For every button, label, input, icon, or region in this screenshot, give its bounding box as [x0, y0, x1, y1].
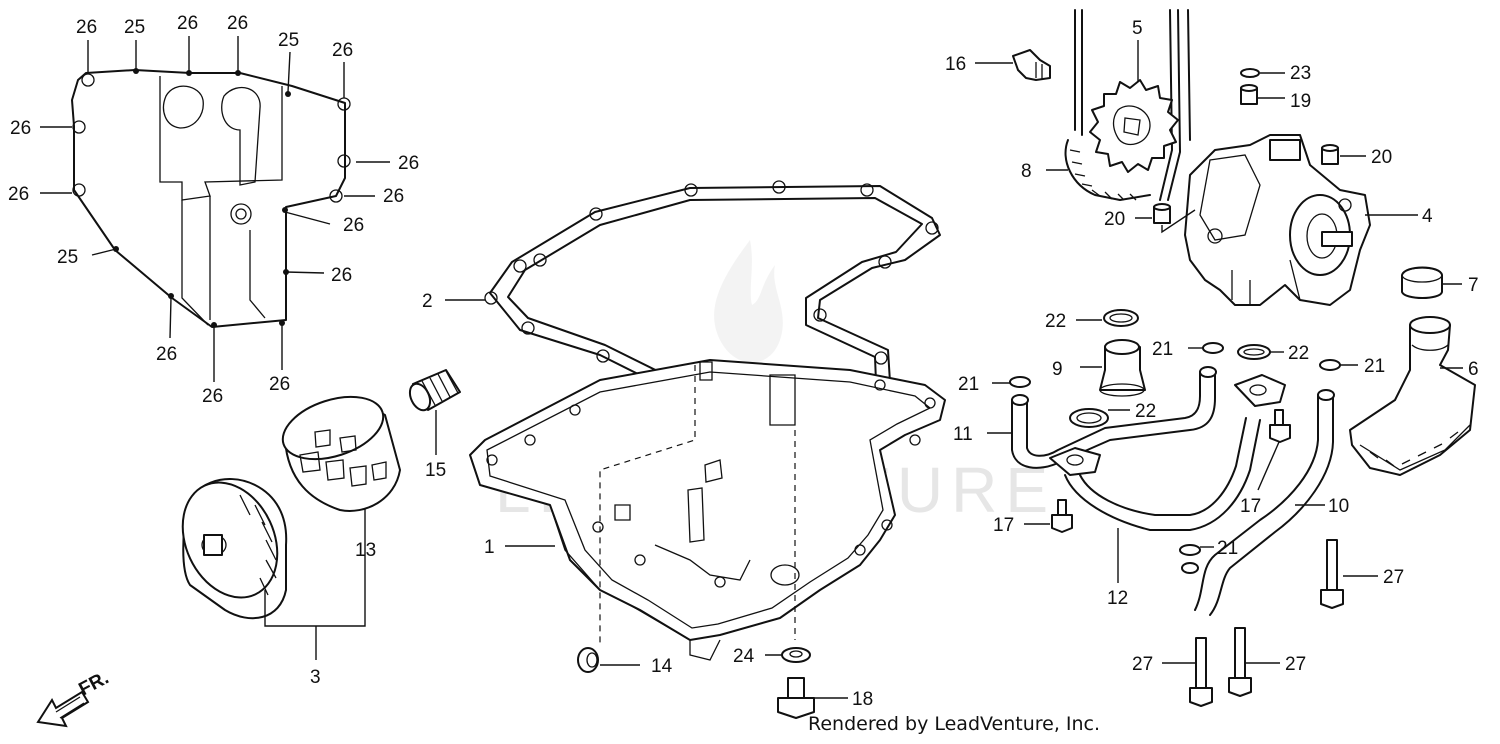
o-ring-22-right: [1237, 344, 1284, 360]
callout-27: 27: [1132, 654, 1153, 675]
callout-6: 6: [1468, 359, 1479, 380]
callout-27: 27: [1285, 654, 1306, 675]
callout-26: 26: [156, 344, 177, 365]
oil-pipe-fitting: [408, 369, 461, 455]
collar-19: [1240, 84, 1285, 105]
render-credit: Rendered by LeadVenture, Inc.: [808, 713, 1101, 735]
dowel-20a: [1321, 144, 1366, 165]
callout-26: 26: [177, 13, 198, 34]
callout-5: 5: [1132, 18, 1143, 39]
callout-22: 22: [1288, 343, 1309, 364]
callout-21: 21: [1364, 356, 1385, 377]
callout-11: 11: [953, 424, 973, 445]
callout-21: 21: [1217, 538, 1238, 559]
oil-pan: [469, 359, 946, 661]
strainer-seal-7: [1401, 266, 1462, 299]
callout-24: 24: [733, 646, 755, 667]
callout-25: 25: [124, 17, 145, 38]
callout-26: 26: [76, 17, 97, 38]
callout-26: 26: [331, 265, 352, 286]
callout-12: 12: [1107, 588, 1128, 609]
drain-bolt-18: [777, 677, 848, 719]
callout-16: 16: [945, 54, 966, 75]
o-ring-21d: [1179, 544, 1214, 556]
sealing-washer-24: [765, 647, 811, 663]
callout-1: 1: [484, 537, 495, 558]
callout-23: 23: [1290, 63, 1311, 84]
callout-17: 17: [993, 515, 1014, 536]
callout-26: 26: [8, 184, 29, 205]
bolt-16: [975, 49, 1051, 81]
callout-9: 9: [1052, 359, 1063, 380]
callout-26: 26: [269, 374, 290, 395]
callout-18: 18: [852, 689, 873, 710]
callout-22: 22: [1135, 401, 1156, 422]
callout-26: 26: [10, 118, 31, 139]
callout-25: 25: [278, 30, 299, 51]
callout-7: 7: [1468, 275, 1479, 296]
callout-8: 8: [1021, 161, 1032, 182]
callout-17: 17: [1240, 496, 1261, 517]
callout-3: 3: [310, 667, 321, 688]
callout-26: 26: [343, 215, 364, 236]
callout-4: 4: [1422, 206, 1433, 227]
callout-26: 26: [398, 153, 419, 174]
oil-filter-assembly: [181, 478, 288, 620]
sprocket: [1046, 40, 1179, 173]
orifice-9: [1080, 339, 1146, 397]
callout-27: 27: [1383, 567, 1404, 588]
drain-dash-line: [599, 365, 696, 645]
callout-14: 14: [651, 656, 673, 677]
oil-strainer: [1349, 316, 1476, 476]
callout-15: 15: [425, 460, 446, 481]
callout-20: 20: [1104, 209, 1125, 230]
callout-21: 21: [958, 374, 979, 395]
callout-26: 26: [227, 13, 248, 34]
bolt-17b: [1257, 409, 1291, 491]
callout-25: 25: [57, 247, 78, 268]
o-ring-22-top: [1076, 309, 1139, 327]
oil-pipe-12: [1049, 374, 1286, 583]
callout-2: 2: [422, 291, 433, 312]
callout-22: 22: [1045, 311, 1066, 332]
bolt-27a: [1320, 539, 1378, 609]
o-ring-21c: [1319, 359, 1358, 371]
washer-23: [1240, 68, 1285, 78]
oil-filter-cartridge: [281, 395, 401, 512]
bolt-17a: [1024, 499, 1073, 533]
case-cover-gasket: [71, 68, 351, 328]
o-ring-22-mid: [1069, 408, 1130, 428]
oil-pipe-10: [1181, 389, 1335, 616]
cam-chain: [1064, 9, 1191, 201]
bolt-27b: [1162, 637, 1213, 707]
gasket-leaders: [40, 36, 390, 382]
dowel-20b: [1135, 203, 1196, 234]
callout-26: 26: [332, 40, 353, 61]
drain-washer-14: [577, 647, 640, 673]
callout-13: 13: [355, 540, 376, 561]
callout-26: 26: [202, 386, 223, 407]
watermark-flame-icon: [714, 240, 783, 363]
filter-bracket-leader: [264, 509, 366, 660]
callout-19: 19: [1290, 91, 1311, 112]
front-arrow-icon: [36, 690, 90, 728]
callout-10: 10: [1328, 496, 1349, 517]
callout-20: 20: [1371, 147, 1392, 168]
callout-21: 21: [1152, 339, 1173, 360]
callout-26: 26: [383, 186, 404, 207]
o-ring-21b: [1188, 342, 1224, 354]
o-ring-21a: [992, 376, 1031, 388]
bolt-27c: [1228, 627, 1280, 697]
oil-pump: [1184, 134, 1418, 306]
